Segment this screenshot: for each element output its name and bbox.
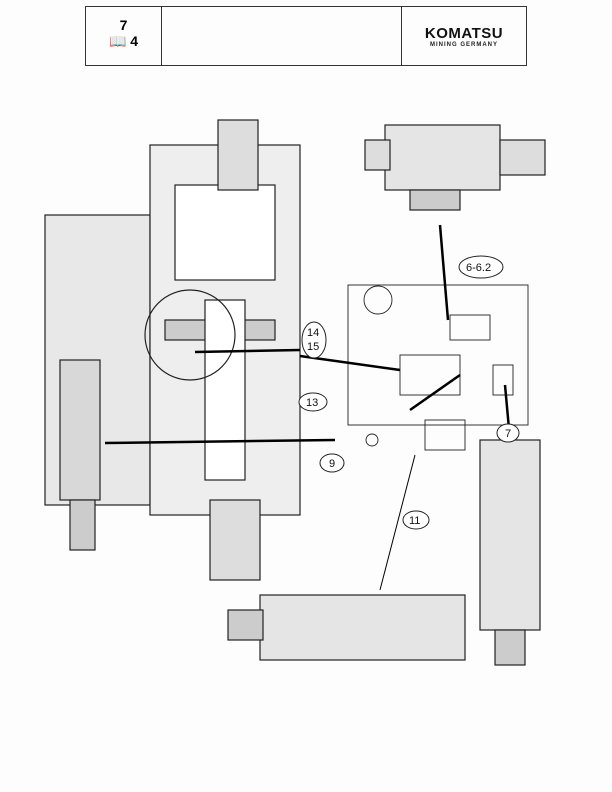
chapter-cell: 7 📖 4	[86, 7, 162, 65]
brand-logo: KOMATSU	[424, 25, 504, 42]
label-7: 7	[505, 428, 511, 440]
label-15: 15	[307, 341, 319, 353]
label-14: 14	[307, 327, 319, 339]
book-icon: 📖	[108, 33, 127, 49]
valve-bottom	[227, 594, 466, 661]
pump-section	[44, 119, 301, 581]
label-13: 13	[306, 397, 318, 409]
book-ref: 4	[130, 33, 139, 49]
callouts: 6-6.2 14 15 13 9 7 11	[298, 255, 520, 530]
title-cell	[162, 7, 402, 65]
valve-right	[479, 439, 541, 666]
header-table: 7 📖 4 KOMATSU MINING GERMANY	[85, 6, 527, 66]
label-11: 11	[409, 515, 420, 527]
valve-top	[364, 124, 546, 211]
logo-cell: KOMATSU MINING GERMANY	[402, 7, 526, 65]
label-6-6-2: 6-6.2	[466, 262, 491, 274]
chapter-number: 7	[119, 17, 128, 33]
label-9: 9	[329, 458, 335, 470]
brand-subtitle: MINING GERMANY	[430, 42, 498, 48]
schematic	[347, 284, 529, 451]
